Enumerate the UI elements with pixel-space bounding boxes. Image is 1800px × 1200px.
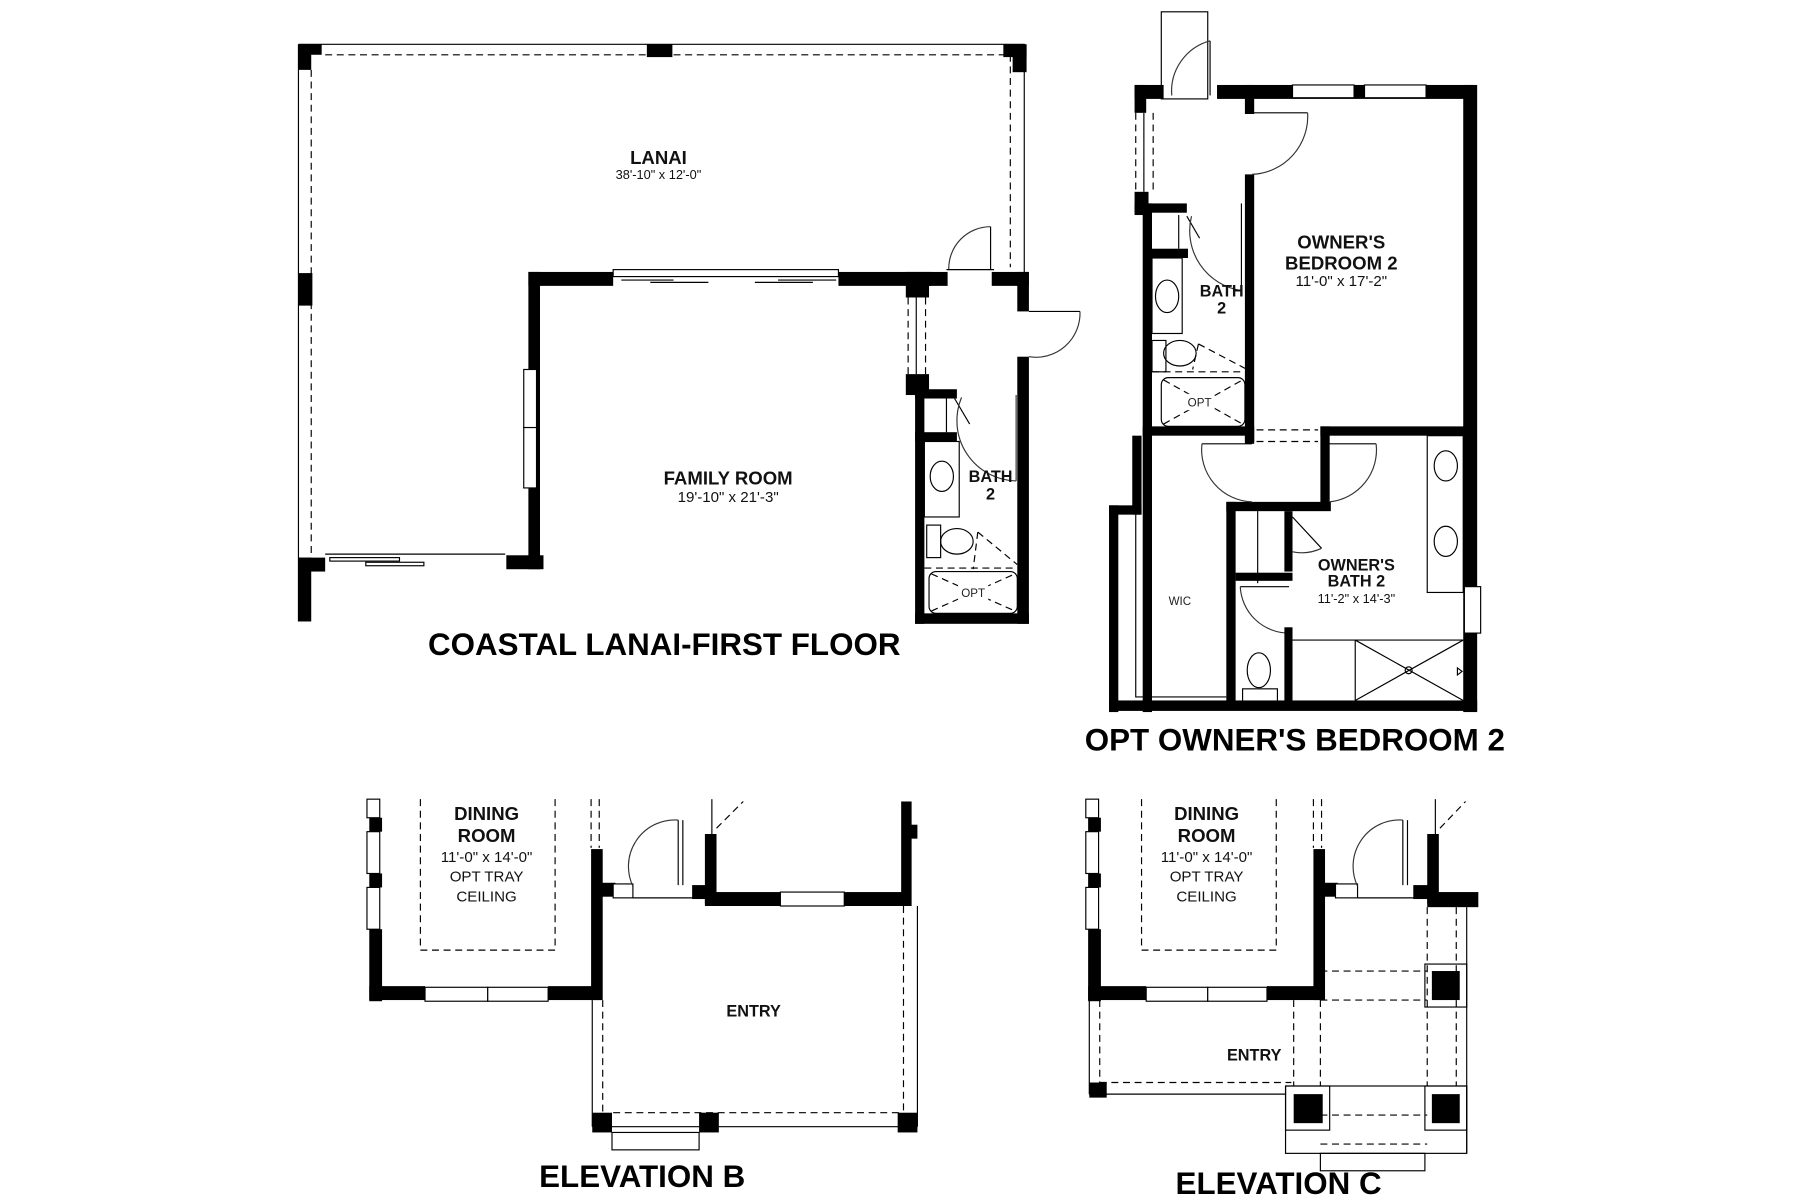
elevation-b-plan: DINING ROOM 11'-0" x 14'-0" OPT TRAY CEI…	[366, 798, 919, 1194]
tub-opt-label: OPT	[961, 587, 985, 600]
owners-bedroom-dimensions: 11'-0" x 17'-2"	[1295, 273, 1387, 290]
elev-c-dining-opt-tray: OPT TRAY	[1170, 869, 1244, 886]
owners-bedroom-label-line2: BEDROOM 2	[1285, 253, 1398, 274]
elev-c-dining-ceiling: CEILING	[1176, 888, 1236, 905]
opt-owners-bedroom-plan: OPT	[1085, 11, 1505, 757]
elev-c-dining-dimensions: 11'-0" x 14'-0"	[1161, 849, 1253, 866]
elev-b-dining-ceiling: CEILING	[456, 888, 516, 905]
first-floor-title: COASTAL LANAI-FIRST FLOOR	[428, 627, 900, 662]
owners-bath-label-line2: BATH 2	[1328, 573, 1385, 591]
bath2-label-line2: 2	[986, 486, 995, 504]
elev-b-dining-opt-tray: OPT TRAY	[450, 869, 524, 886]
elevation-b-title: ELEVATION B	[539, 1159, 745, 1194]
family-room-dimensions: 19'-10" x 21'-3"	[678, 489, 779, 506]
elev-b-dining-line1: DINING	[454, 803, 519, 824]
opt-owners-bedroom-title: OPT OWNER'S BEDROOM 2	[1085, 722, 1505, 757]
bath2-label-line1: BATH	[969, 468, 1013, 486]
elevation-c-title: ELEVATION C	[1176, 1166, 1382, 1200]
lanai-dimensions: 38'-10" x 12'-0"	[616, 167, 702, 182]
owners-bath-dimensions: 11'-2" x 14'-3"	[1318, 591, 1396, 606]
lanai-label: LANAI	[630, 147, 687, 168]
bath2-tub-opt-label: OPT	[1188, 397, 1212, 410]
owners-bath-label-line1: OWNER'S	[1318, 556, 1395, 574]
bath2-upper-label-line1: BATH	[1200, 282, 1244, 300]
elev-c-dining-line1: DINING	[1174, 803, 1239, 824]
first-floor-plan: OPT LANAI 38'-10" x 12'-0" FAMILY ROOM 1…	[297, 43, 1081, 662]
elev-c-dining-line2: ROOM	[1178, 825, 1236, 846]
elev-b-dining-dimensions: 11'-0" x 14'-0"	[441, 849, 533, 866]
elevation-c-plan: DINING ROOM 11'-0" x 14'-0" OPT TRAY CEI…	[1085, 798, 1479, 1200]
wic-label: WIC	[1169, 595, 1192, 608]
elev-b-dining-line2: ROOM	[458, 825, 516, 846]
bath2-upper-label-line2: 2	[1217, 300, 1226, 318]
elev-b-entry-label: ENTRY	[726, 1002, 781, 1020]
owners-bedroom-label-line1: OWNER'S	[1297, 232, 1385, 253]
family-room-label: FAMILY ROOM	[664, 467, 793, 488]
elev-c-entry-label: ENTRY	[1227, 1046, 1282, 1064]
